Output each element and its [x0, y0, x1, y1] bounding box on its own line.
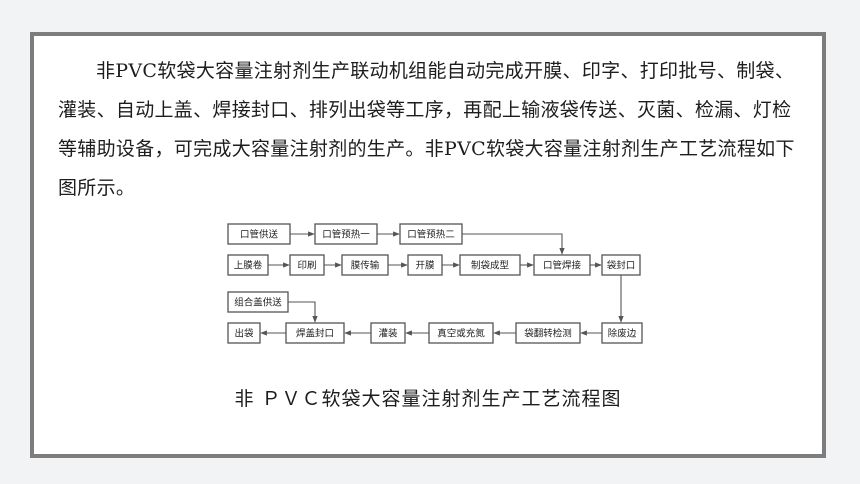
svg-text:真空或充氮: 真空或充氮: [437, 328, 485, 340]
svg-text:焊盖封口: 焊盖封口: [296, 328, 334, 340]
flow-box-vacuum-nitrogen: 真空或充氮: [428, 322, 494, 344]
figure-caption: 非 ＰＶＣ软袋大容量注射剂生产工艺流程图: [234, 388, 622, 410]
flow-box-bag-sealing: 袋封口: [601, 254, 641, 276]
flow-box-bag-flip-check: 袋翻转检测: [515, 322, 581, 344]
svg-text:口管供送: 口管供送: [240, 229, 279, 241]
flow-box-tube-feed: 口管供送: [227, 223, 291, 245]
flow-box-tube-welding: 口管焊接: [533, 254, 591, 276]
flow-box-film-open: 开膜: [407, 254, 443, 276]
body-paragraph: 非PVC软袋大容量注射剂生产联动机组能自动完成开膜、印字、打印批号、制袋、灌装、…: [58, 60, 795, 199]
svg-text:膜传输: 膜传输: [351, 260, 380, 272]
svg-text:制袋成型: 制袋成型: [471, 260, 510, 272]
flow-box-cap-feed: 组合盖供送: [227, 291, 289, 313]
flow-box-trim-removal: 除废边: [601, 322, 643, 344]
svg-text:口管预热二: 口管预热二: [407, 229, 455, 241]
flow-box-filling: 灌装: [370, 322, 406, 344]
svg-text:口管预热一: 口管预热一: [322, 229, 370, 241]
svg-text:开膜: 开膜: [415, 261, 435, 272]
flow-arrows: [260, 231, 624, 336]
svg-text:袋翻转检测: 袋翻转检测: [524, 328, 572, 340]
svg-text:上膜卷: 上膜卷: [234, 260, 263, 272]
svg-text:灌装: 灌装: [378, 328, 398, 340]
svg-text:组合盖供送: 组合盖供送: [234, 297, 282, 309]
svg-text:袋封口: 袋封口: [607, 260, 636, 272]
flow-box-film-transfer: 膜传输: [341, 254, 389, 276]
flow-box-cap-weld-seal: 焊盖封口: [285, 322, 345, 344]
process-flow-diagram: 口管供送 口管预热一 口管预热二 上膜卷 印刷 膜传输 开膜 制袋: [227, 223, 643, 344]
svg-text:除废边: 除废边: [608, 328, 637, 340]
flow-box-tube-preheat-1: 口管预热一: [314, 223, 378, 245]
svg-text:口管焊接: 口管焊接: [543, 260, 582, 272]
flow-box-bag-forming: 制袋成型: [459, 254, 521, 276]
flow-box-bag-output: 出袋: [227, 322, 261, 344]
content-frame: 非PVC软袋大容量注射剂生产联动机组能自动完成开膜、印字、打印批号、制袋、灌装、…: [30, 32, 826, 458]
flow-box-film-roll: 上膜卷: [227, 254, 269, 276]
svg-text:出袋: 出袋: [234, 328, 254, 340]
flow-box-tube-preheat-2: 口管预热二: [399, 223, 463, 245]
svg-text:印刷: 印刷: [297, 260, 316, 272]
flow-box-printing: 印刷: [289, 254, 325, 276]
